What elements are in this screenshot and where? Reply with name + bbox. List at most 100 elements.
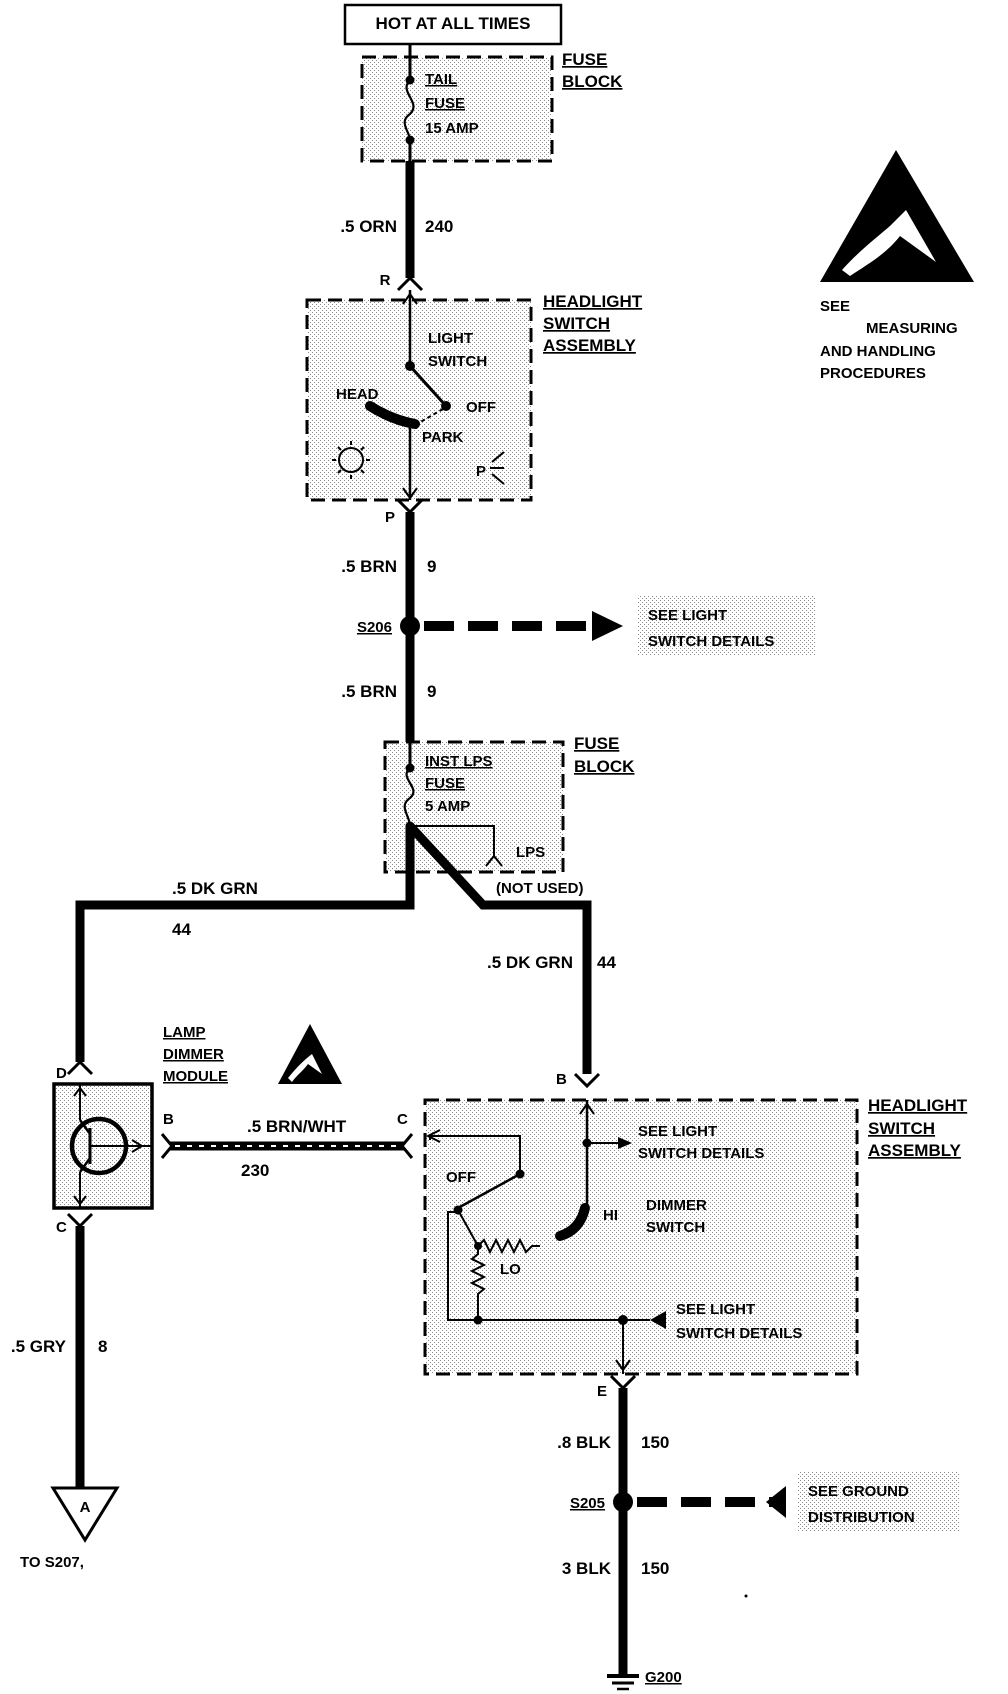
transistor-base-arrow-icon	[131, 1139, 144, 1153]
switch-1-off-park-dashed	[416, 408, 444, 425]
connector-a-label: TO S207,	[20, 1554, 84, 1571]
esd-note-line2: MEASURING	[866, 320, 958, 337]
wire-9-lower-gauge: .5 BRN	[341, 682, 397, 701]
fuse-block-2-box	[383, 740, 565, 874]
switch-1-head-label: HEAD	[336, 386, 379, 403]
dimmer-module-pin-c: C	[56, 1219, 67, 1236]
splice-s205-ref-arrow-icon	[766, 1486, 786, 1518]
fuse-2-lps-label: LPS	[516, 844, 545, 861]
switch-1-off-label: OFF	[466, 399, 496, 416]
fuse-1-label-line1: TAIL	[425, 71, 457, 88]
switch-2-ref1-line2: SWITCH DETAILS	[638, 1145, 764, 1162]
dimmer-module-down-arrow-icon	[73, 1195, 87, 1206]
switch-2-pin-b: B	[556, 1071, 567, 1088]
fuse-block-1-name-line2: BLOCK	[562, 72, 623, 91]
park-lamp-symbol: P	[476, 463, 486, 480]
switch-1-label-line2: SWITCH	[428, 353, 487, 370]
park-lamp-icon	[490, 451, 505, 485]
fuse-block-2-name-line2: BLOCK	[574, 757, 635, 776]
headlight-switch-2-name-line3: ASSEMBLY	[868, 1141, 962, 1160]
switch-2-pin-c: C	[397, 1111, 408, 1128]
switch-1-head-park-contact	[365, 401, 420, 429]
splice-s206-label: S206	[357, 619, 392, 636]
switch-1-park-label: PARK	[422, 429, 464, 446]
headlight-switch-1-name-line3: ASSEMBLY	[543, 336, 637, 355]
fuse-1-label-line3: 15 AMP	[425, 120, 479, 137]
switch-2-b-arrow-icon	[579, 1102, 595, 1115]
switch-2-pin-b-icon	[573, 1072, 601, 1089]
wire-230-circuit: 230	[241, 1161, 269, 1180]
wire-44-right	[406, 822, 592, 1074]
esd-warning-icon	[820, 150, 974, 282]
wire-8-circuit: 8	[98, 1337, 107, 1356]
fuse-2-element-icon	[403, 767, 415, 827]
dimmer-module-up-arrow-icon	[73, 1086, 87, 1097]
dimmer-module-pin-d: D	[56, 1065, 67, 1082]
connector-p-icon	[396, 498, 424, 515]
switch-2-ref1-line1: SEE LIGHT	[638, 1123, 717, 1140]
transistor-emitter	[78, 1157, 92, 1173]
splice-s205-dot	[613, 1492, 633, 1512]
switch-2-blade	[457, 1172, 521, 1210]
splice-s206: S206 SEE LIGHT SWITCH DETAILS	[357, 595, 815, 655]
headlight-switch-assembly-2: B C SEE LIGHT SWITCH DETAILS OFF HI LO S…	[397, 1071, 968, 1400]
esd-note-line4: PROCEDURES	[820, 365, 926, 382]
dimmer-module-name-line1: LAMP	[163, 1024, 206, 1041]
switch-1-output-arrow-icon	[402, 487, 418, 500]
dimmer-module-pin-c-icon	[66, 1212, 94, 1229]
wire-150-upper-circuit: 150	[641, 1433, 669, 1452]
fuse-2-lps-terminal-icon	[485, 854, 503, 867]
switch-2-pin-e-icon	[609, 1374, 637, 1391]
splice-s206-ref-line1: SEE LIGHT	[648, 607, 727, 624]
splice-s205: S205 SEE GROUND DISTRIBUTION	[570, 1472, 960, 1532]
splice-s206-ref-box	[637, 595, 815, 655]
wire-150-upper-gauge: .8 BLK	[557, 1433, 612, 1452]
switch-2-dimmer-line1: DIMMER	[646, 1197, 707, 1214]
switch-2-ref2-line2: SWITCH DETAILS	[676, 1325, 802, 1342]
connector-a-letter: A	[80, 1499, 91, 1516]
switch-2-pin-e: E	[597, 1383, 607, 1400]
switch-2-e-arrow-icon	[615, 1359, 631, 1372]
splice-s205-ref-line2: DISTRIBUTION	[808, 1509, 915, 1526]
esd-hand-icon	[842, 210, 936, 276]
switch-2-off-label: OFF	[446, 1169, 476, 1186]
splice-s206-ref-arrow-icon	[592, 611, 623, 641]
connector-p-label: P	[385, 509, 395, 526]
fuse-block-2-name-line1: FUSE	[574, 734, 619, 753]
wire-44-right-circuit: 44	[597, 953, 616, 972]
power-source: HOT AT ALL TIMES	[343, 3, 563, 46]
esd-note-line3: AND HANDLING	[820, 343, 936, 360]
switch-2-left-rail	[447, 1211, 478, 1321]
fuse-1-label-line2: FUSE	[425, 95, 465, 112]
wire-240-circuit: 240	[425, 217, 453, 236]
switch-2-ref2-line1: SEE LIGHT	[676, 1301, 755, 1318]
fuse-2-label-line1: INST LPS	[425, 753, 493, 770]
headlight-switch-2-name-line1: HEADLIGHT	[868, 1096, 968, 1115]
switch-2-lo-resistor-icon	[477, 1237, 540, 1255]
switch-2-c-arrow-icon	[425, 1129, 441, 1143]
switch-2-ref2-arrow-icon	[650, 1311, 666, 1329]
stray-dot	[744, 1594, 748, 1598]
headlight-switch-2-box	[423, 1098, 859, 1376]
headlight-switch-1-name-line1: HEADLIGHT	[543, 292, 643, 311]
fuse-block-1-box	[360, 55, 554, 163]
fuse-1-element-icon	[403, 79, 415, 141]
splice-s206-ref-line2: SWITCH DETAILS	[648, 633, 774, 650]
headlamp-icon	[332, 441, 370, 479]
headlight-switch-1-name-line2: SWITCH	[543, 314, 610, 333]
wire-9-upper-circuit: 9	[427, 557, 436, 576]
dimmer-module-pin-b: B	[163, 1111, 174, 1128]
switch-1-feed-arrow-icon	[402, 292, 418, 305]
wire-44-left-gauge: .5 DK GRN	[172, 879, 258, 898]
wire-240-gauge: .5 ORN	[340, 217, 397, 236]
fuse-2-label-line3: 5 AMP	[425, 798, 470, 815]
power-source-label: HOT AT ALL TIMES	[376, 14, 531, 33]
wire-44-left-circuit: 44	[172, 920, 191, 939]
dimmer-module-name-line3: MODULE	[163, 1068, 228, 1085]
switch-2-pivot-to-lo	[457, 1209, 479, 1247]
wire-9-lower-circuit: 9	[427, 682, 436, 701]
switch-2-hi-label: HI	[603, 1207, 618, 1224]
dimmer-module-name-line2: DIMMER	[163, 1046, 224, 1063]
switch-2-dimmer-line2: SWITCH	[646, 1219, 705, 1236]
